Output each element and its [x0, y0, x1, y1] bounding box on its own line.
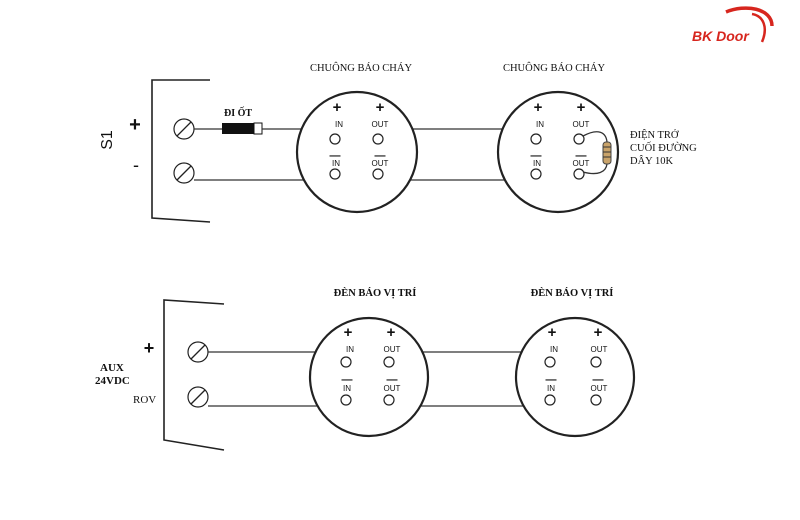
panel-s1 — [151, 79, 211, 223]
bell-2-plus-in: + — [534, 99, 543, 116]
rov-label: ROV — [133, 394, 156, 406]
bell-2-out-label: OUT — [573, 120, 590, 129]
bell-2-minus-in: — — [531, 150, 542, 162]
logo-text: BK Door — [692, 28, 750, 44]
diode-icon — [222, 122, 263, 135]
logo-swoosh-icon — [725, 6, 774, 27]
lamp-1-title: ĐÈN BÁO VỊ TRÍ — [334, 287, 417, 299]
lamp-1-out-neg-label: OUT — [384, 384, 401, 393]
panel-minus-sign: - — [133, 155, 139, 175]
end-of-line-resistor — [582, 131, 612, 175]
lamp-2-plus-in: + — [548, 324, 557, 341]
lamp-2-out-neg-terminal — [590, 394, 602, 406]
bell-1-title: CHUÔNG BÁO CHÁY — [310, 62, 413, 74]
panel-s1-label: S1 — [99, 130, 116, 150]
aux-screw-terminal-top — [187, 341, 209, 363]
lamp-1-in-pos-terminal — [340, 356, 352, 368]
bell-1-in-neg-terminal — [329, 168, 341, 180]
resistor-label-line-3: DÂY 10K — [630, 155, 673, 167]
bottom-row: + AUX 24VDC ROV ĐÈN BÁO VỊ TRÍ + + IN OU… — [95, 287, 636, 451]
bell-2-plus-out: + — [577, 99, 586, 116]
aux-plus-sign: + — [144, 338, 155, 358]
bell-1-out-neg-terminal — [372, 168, 384, 180]
bell-1-plus-out: + — [376, 99, 385, 116]
lamp-2-minus-in: — — [546, 374, 557, 386]
lamp-1-out-label: OUT — [384, 345, 401, 354]
lamp-2-out-pos-terminal — [590, 356, 602, 368]
bell-2-out-pos-terminal — [573, 133, 585, 145]
bell-1-out-neg-label: OUT — [372, 159, 389, 168]
lamp-2-in-neg-terminal — [544, 394, 556, 406]
top-row: S1 + - ĐI ỐT CHUÔNG BÁO CHÁY + + — [99, 62, 697, 223]
resistor-lead-top — [582, 131, 608, 143]
lamp-2-in-pos-terminal — [544, 356, 556, 368]
panel-aux — [163, 299, 225, 451]
lamp-2-out-label: OUT — [591, 345, 608, 354]
lamp-2-in-neg-label: IN — [547, 384, 555, 393]
bell-2-in-neg-label: IN — [533, 159, 541, 168]
lamp-1-out-neg-terminal — [383, 394, 395, 406]
bell-1-out-pos-terminal — [372, 133, 384, 145]
bell-2-in-neg-terminal — [530, 168, 542, 180]
bell-1-plus-in: + — [333, 99, 342, 116]
lamp-1-out-pos-terminal — [383, 356, 395, 368]
aux-screw-terminal-bottom — [187, 386, 209, 408]
lamp-2-title: ĐÈN BÁO VỊ TRÍ — [531, 287, 614, 299]
bell-2-minus-out: — — [576, 150, 587, 162]
aux-label: AUX — [100, 362, 124, 374]
screw-terminal-bottom — [173, 162, 195, 184]
bk-door-logo: BK Door — [692, 6, 774, 44]
voltage-label: 24VDC — [95, 375, 130, 387]
bell-1-in-neg-label: IN — [332, 159, 340, 168]
lamp-2-minus-out: — — [593, 374, 604, 386]
bell-1-in-label: IN — [335, 120, 343, 129]
resistor-lead-bottom — [582, 163, 608, 175]
lamp-2-plus-out: + — [594, 324, 603, 341]
bell-2-title: CHUÔNG BÁO CHÁY — [503, 62, 606, 74]
logo-swoosh-icon-2 — [751, 12, 766, 43]
lamp-1-minus-out: — — [387, 374, 398, 386]
lamp-2-out-neg-label: OUT — [591, 384, 608, 393]
bell-1-minus-out: — — [375, 150, 386, 162]
panel-plus-sign: + — [129, 114, 141, 136]
position-lamp-device-2: ĐÈN BÁO VỊ TRÍ + + IN OUT — — IN OUT — [514, 287, 636, 438]
resistor-label-line-1: ĐIỆN TRỞ — [630, 129, 679, 141]
bell-1-minus-in: — — [330, 150, 341, 162]
bell-1-out-label: OUT — [372, 120, 389, 129]
position-lamp-device-1: ĐÈN BÁO VỊ TRÍ + + IN OUT — — IN OUT — [308, 287, 430, 438]
fire-bell-device-1: CHUÔNG BÁO CHÁY + + IN OUT — — IN OUT — [295, 62, 419, 214]
bell-2-out-neg-terminal — [573, 168, 585, 180]
bell-1-in-pos-terminal — [329, 133, 341, 145]
bell-2-in-pos-terminal — [530, 133, 542, 145]
fire-bell-device-2: CHUÔNG BÁO CHÁY + + IN OUT — — IN OUT — [496, 62, 620, 214]
resistor-label-line-2: CUỐI ĐƯỜNG — [630, 141, 697, 154]
lamp-1-plus-out: + — [387, 324, 396, 341]
lamp-1-in-neg-terminal — [340, 394, 352, 406]
diode-label: ĐI ỐT — [224, 106, 252, 119]
bell-2-in-label: IN — [536, 120, 544, 129]
lamp-2-in-label: IN — [550, 345, 558, 354]
screw-terminal-top — [173, 118, 195, 140]
lamp-1-plus-in: + — [344, 324, 353, 341]
resistor-icon — [602, 141, 612, 165]
bell-2-out-neg-label: OUT — [573, 159, 590, 168]
lamp-1-in-neg-label: IN — [343, 384, 351, 393]
lamp-1-in-label: IN — [346, 345, 354, 354]
lamp-1-minus-in: — — [342, 374, 353, 386]
